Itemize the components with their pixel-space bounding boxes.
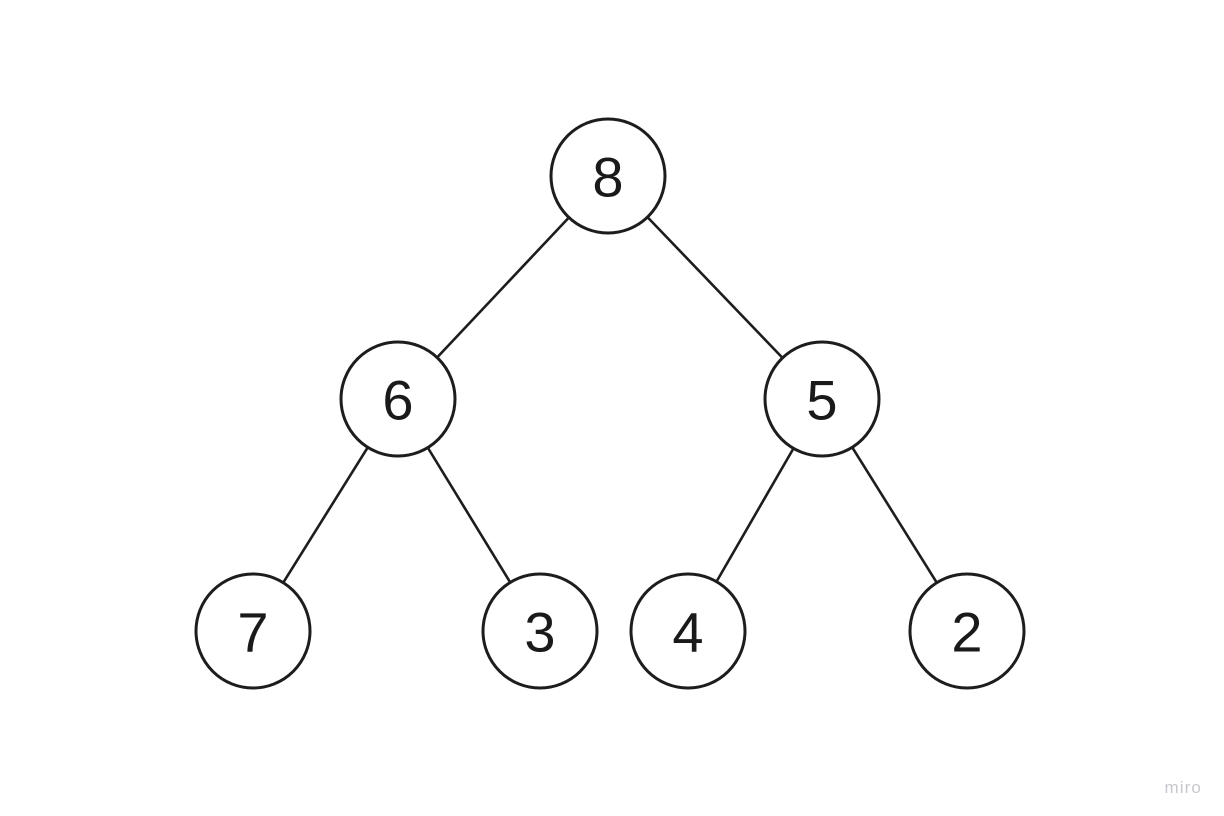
node-circle[interactable] bbox=[481, 572, 599, 690]
tree-edge bbox=[646, 215, 784, 360]
node-circle[interactable] bbox=[629, 572, 747, 690]
tree-node[interactable]: 6 bbox=[339, 340, 457, 458]
node-label: 8 bbox=[592, 146, 623, 209]
node-circle[interactable] bbox=[194, 572, 312, 690]
edges-layer bbox=[281, 215, 939, 584]
tree-edge bbox=[281, 446, 370, 584]
tree-node[interactable]: 5 bbox=[763, 340, 881, 458]
node-label: 7 bbox=[237, 601, 268, 664]
node-label: 2 bbox=[951, 601, 982, 664]
tree-node[interactable]: 2 bbox=[908, 572, 1026, 690]
nodes-layer: 8 6 5 7 3 4 2 bbox=[194, 117, 1026, 690]
tree-node[interactable]: 3 bbox=[481, 572, 599, 690]
tree-edge bbox=[850, 446, 939, 584]
tree-node[interactable]: 4 bbox=[629, 572, 747, 690]
node-circle[interactable] bbox=[908, 572, 1026, 690]
miro-watermark: miro bbox=[1164, 778, 1202, 797]
node-label: 3 bbox=[524, 601, 555, 664]
node-circle[interactable] bbox=[339, 340, 457, 458]
node-label: 5 bbox=[806, 369, 837, 432]
tree-node[interactable]: 8 bbox=[549, 117, 667, 235]
node-circle[interactable] bbox=[549, 117, 667, 235]
node-label: 4 bbox=[672, 601, 703, 664]
node-circle[interactable] bbox=[763, 340, 881, 458]
tree-edge bbox=[715, 447, 795, 583]
tree-node[interactable]: 7 bbox=[194, 572, 312, 690]
tree-edge bbox=[435, 216, 571, 359]
node-label: 6 bbox=[382, 369, 413, 432]
tree-edge bbox=[426, 446, 512, 584]
